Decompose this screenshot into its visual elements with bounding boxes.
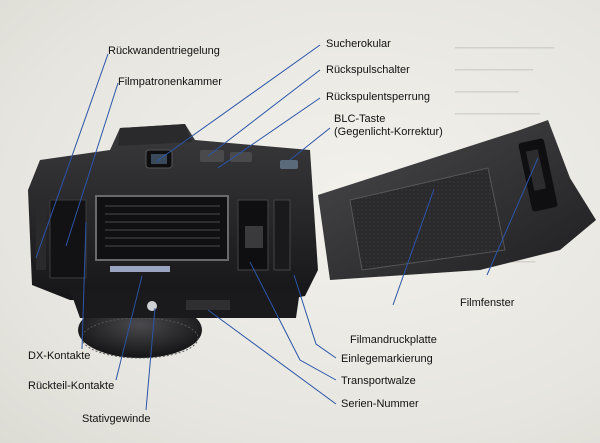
- leader-rueckwandentriegelung: [35, 53, 109, 259]
- label-rueckteil-kontakte: Rückteil-Kontakte: [28, 380, 115, 392]
- label-blc-taste-subtitle: (Gegenlicht-Korrektur): [334, 126, 443, 138]
- camera-body: [28, 124, 318, 318]
- leader-einlegemarkierung: [293, 274, 337, 359]
- leader-filmandruckplatte: [392, 188, 435, 306]
- leader-transportwalze: [249, 261, 337, 381]
- show-through-text: ───────────: [455, 65, 533, 76]
- label-transportwalze: Transportwalze: [341, 375, 416, 387]
- label-blc-taste: BLC-Taste: [334, 113, 386, 125]
- leader-filmfenster: [486, 157, 539, 276]
- leader-blc-taste: [289, 127, 331, 161]
- leader-rueckspulentsperrung: [217, 97, 321, 169]
- leader-sucherokular: [156, 44, 321, 162]
- show-through-text: ─────: [500, 257, 536, 268]
- label-dx-kontakte: DX-Kontakte: [28, 350, 91, 362]
- label-filmfenster: Filmfenster: [460, 297, 515, 309]
- label-filmandruckplatte: Filmandruckplatte: [350, 334, 437, 346]
- leader-filmpatronenkammer: [65, 82, 119, 247]
- camera-back-door: [318, 120, 596, 280]
- label-filmpatronenkammer: Filmpatronenkammer: [118, 76, 222, 88]
- label-sucherokular: Sucherokular: [326, 38, 391, 50]
- show-through-text: ────────────: [455, 109, 541, 120]
- show-through-text: ─────────: [455, 87, 519, 98]
- leader-serien-nummer: [207, 309, 337, 405]
- leader-stativgewinde: [145, 307, 156, 411]
- show-through-text: ──────────────: [455, 43, 555, 54]
- leader-rueckspulschalter: [207, 69, 321, 157]
- label-rueckspulentsperrung: Rückspulentsperrung: [326, 91, 430, 103]
- label-einlegemarkierung: Einlegemarkierung: [341, 353, 433, 365]
- label-serien-nummer: Serien-Nummer: [341, 398, 419, 410]
- leader-rueckteil-kontakte: [115, 275, 143, 381]
- label-rueckwandentriegelung: Rückwandentriegelung: [108, 45, 220, 57]
- leader-dx-kontakte: [81, 221, 87, 350]
- label-rueckspulschalter: Rückspulschalter: [326, 64, 410, 76]
- label-stativgewinde: Stativgewinde: [82, 413, 151, 425]
